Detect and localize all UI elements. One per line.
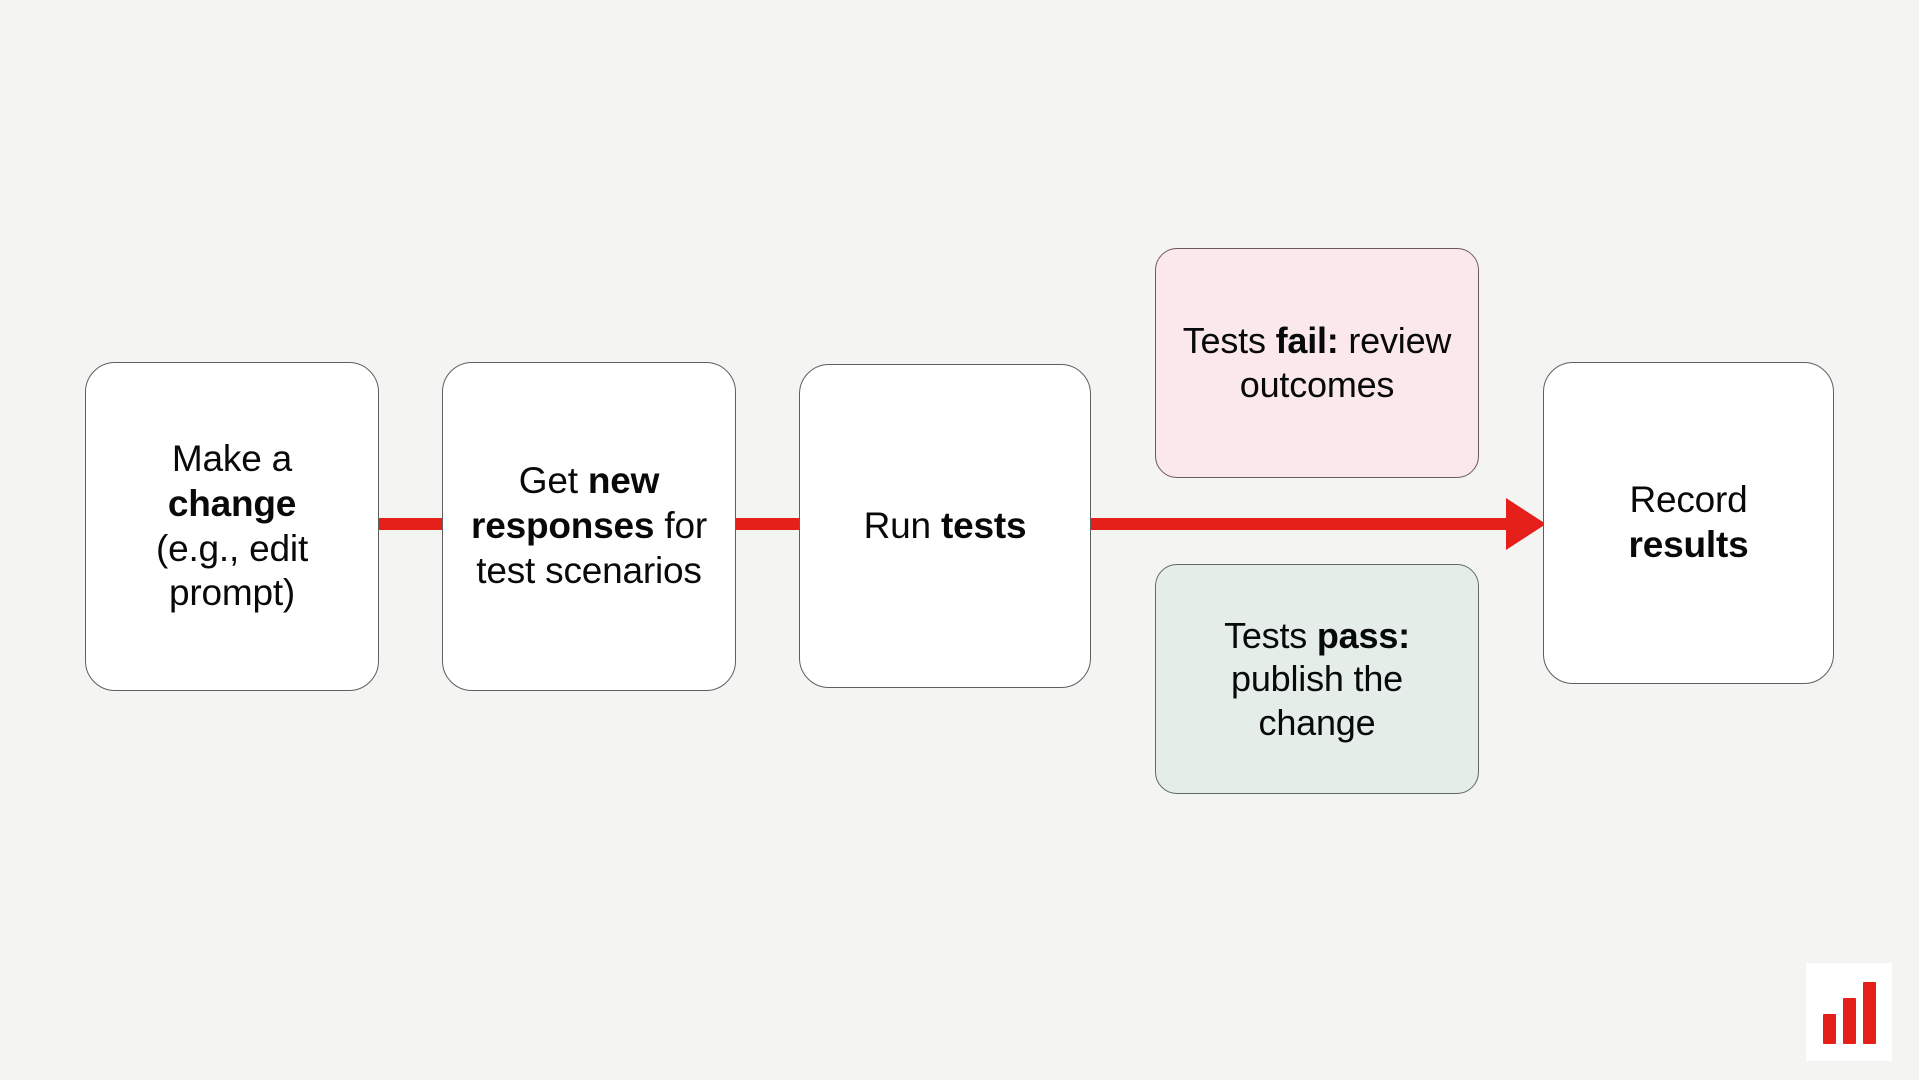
logo-bar-2: [1842, 998, 1856, 1044]
node-record-results[interactable]: Record results: [1543, 362, 1834, 684]
logo-bar-1: [1822, 1014, 1836, 1044]
connector-responses-to-runtests: [733, 518, 803, 530]
arrowhead-icon: [1506, 498, 1546, 550]
node-tests-pass[interactable]: Tests pass: publish the change: [1155, 564, 1479, 794]
node-make-a-change[interactable]: Make a change(e.g., edit prompt): [85, 362, 379, 691]
node-run-tests-label: Run tests: [863, 504, 1027, 546]
node-make-a-change-label: Make a change(e.g., edit prompt): [155, 437, 309, 614]
bar-chart-logo: [1806, 963, 1892, 1061]
node-get-new-responses-label: Get new responses for test scenarios: [471, 460, 707, 591]
node-tests-fail-label: Tests fail: review outcomes: [1182, 320, 1452, 405]
node-tests-pass-label: Tests pass: publish the change: [1224, 614, 1410, 743]
node-tests-fail[interactable]: Tests fail: review outcomes: [1155, 248, 1479, 478]
connector-change-to-responses: [375, 518, 447, 530]
node-run-tests[interactable]: Run tests: [799, 364, 1091, 688]
node-get-new-responses[interactable]: Get new responses for test scenarios: [442, 362, 736, 691]
logo-bar-3: [1862, 982, 1876, 1044]
node-record-results-label: Record results: [1628, 479, 1749, 565]
connector-runtests-to-record: [1088, 518, 1513, 530]
